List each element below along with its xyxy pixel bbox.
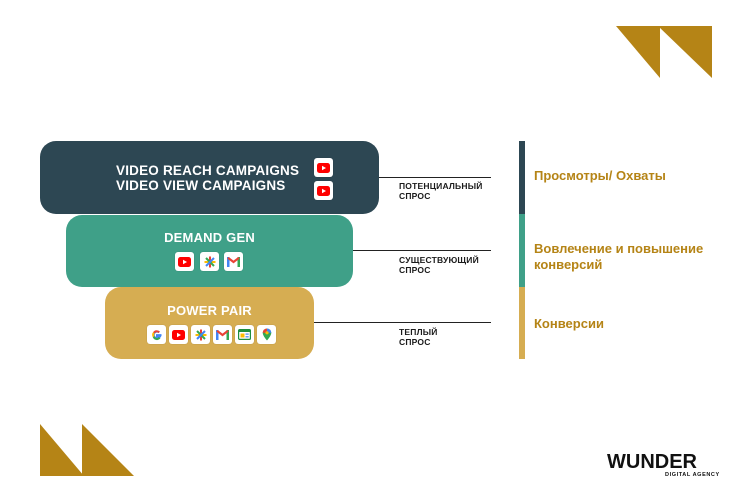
demand-label-line: СПРОС <box>399 337 431 347</box>
youtube-icon <box>175 252 194 271</box>
tier-title: DEMAND GEN <box>164 230 255 245</box>
google-search-icon <box>147 325 166 344</box>
goal-label-views-reach: Просмотры/ Охваты <box>534 168 666 183</box>
demand-label-potential: ПОТЕНЦИАЛЬНЫЙ СПРОС <box>399 181 483 201</box>
google-display-icon <box>235 325 254 344</box>
gmail-icon <box>213 325 232 344</box>
funnel-tier-video-campaigns: VIDEO REACH CAMPAIGNS VIDEO VIEW CAMPAIG… <box>40 141 379 214</box>
youtube-icon <box>314 158 333 177</box>
funnel-tier-demand-gen: DEMAND GEN <box>66 215 353 287</box>
funnel-tier-power-pair: POWER PAIR <box>105 287 314 359</box>
tier-title: POWER PAIR <box>167 303 252 318</box>
tier-title-line: VIDEO VIEW CAMPAIGNS <box>116 178 286 193</box>
connector-line <box>379 177 491 178</box>
stage-bar-segment <box>519 287 525 359</box>
demand-label-line: СПРОС <box>399 265 431 275</box>
google-discover-icon <box>191 325 210 344</box>
corner-chevron-decoration <box>40 424 134 476</box>
goal-label-engagement: Вовлечение и повышение конверсий <box>534 241 704 272</box>
stage-bar-segment <box>519 141 525 214</box>
tier-title-line: VIDEO REACH CAMPAIGNS <box>116 163 300 178</box>
logo-tagline: DIGITAL AGENCY <box>665 472 720 478</box>
wunder-logo: WUNDER DIGITAL AGENCY <box>607 451 719 485</box>
gmail-icon <box>224 252 243 271</box>
connector-line <box>314 322 491 323</box>
demand-label-line: СУЩЕСТВУЮЩИЙ <box>399 255 479 265</box>
demand-label-line: ПОТЕНЦИАЛЬНЫЙ <box>399 181 483 191</box>
youtube-icon <box>314 181 333 200</box>
demand-label-line: СПРОС <box>399 191 431 201</box>
goal-label-conversions: Конверсии <box>534 316 604 331</box>
google-maps-icon <box>257 325 276 344</box>
stage-bar-segment <box>519 214 525 287</box>
demand-label-line: ТЕПЛЫЙ <box>399 327 438 337</box>
demand-label-warm: ТЕПЛЫЙ СПРОС <box>399 327 438 347</box>
logo-wordmark: WUNDER <box>607 451 697 473</box>
connector-line <box>353 250 491 251</box>
google-discover-icon <box>200 252 219 271</box>
youtube-icon <box>169 325 188 344</box>
corner-chevron-decoration <box>616 26 712 78</box>
demand-label-existing: СУЩЕСТВУЮЩИЙ СПРОС <box>399 255 479 275</box>
